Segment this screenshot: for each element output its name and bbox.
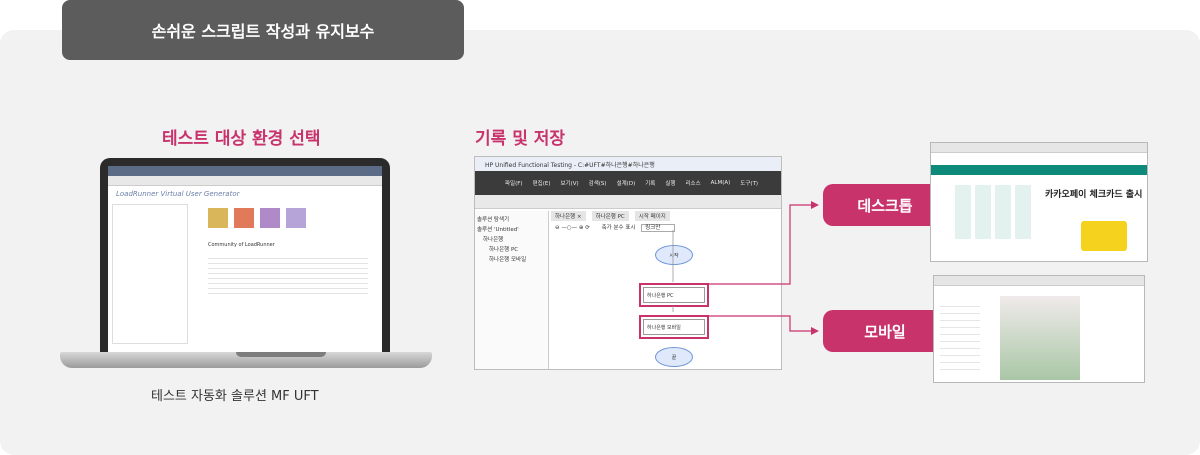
menu-design[interactable]: 설계(D) xyxy=(616,181,636,187)
laptop-notch xyxy=(236,352,326,357)
desktop-site-screenshot: 카카오페이 체크카드 출시 xyxy=(930,142,1148,262)
mobile-emulator-screenshot xyxy=(933,275,1145,383)
app-toolbar xyxy=(108,176,382,186)
menu-file[interactable]: 파일(F) xyxy=(505,181,523,187)
zoom-icon[interactable]: ⊖ —○— ⊕ ⟳ xyxy=(555,225,590,231)
uft-toolbar xyxy=(475,195,781,209)
site-icon-grid xyxy=(955,185,1035,239)
app-titlebar xyxy=(108,166,382,176)
app-tile xyxy=(286,208,306,228)
menu-run[interactable]: 실행 xyxy=(665,181,676,187)
desktop-target-button[interactable]: 데스크톱 xyxy=(823,184,947,226)
flow-step-mobile-label: 하나은행 모바일 xyxy=(647,324,681,331)
app-tile xyxy=(208,208,228,228)
banner-title: 손쉬운 스크립트 작성과 유지보수 xyxy=(62,0,464,60)
zoom-row: ⊖ —○— ⊕ ⟳ 축가 분수 표시 링크만 xyxy=(555,223,676,232)
app-tile xyxy=(260,208,280,228)
community-heading: Community of LoadRunner xyxy=(208,242,275,248)
flow-step-frame xyxy=(643,319,705,335)
menu-search[interactable]: 검색(S) xyxy=(588,181,607,187)
tab-start-page[interactable]: 시작 페이지 xyxy=(634,211,670,221)
menu-tools[interactable]: 도구(T) xyxy=(740,181,759,187)
zoom-label: 축가 분수 표시 xyxy=(601,225,636,231)
card-image xyxy=(1081,221,1127,251)
browser-bar xyxy=(934,276,1144,286)
site-banner-title: 카카오페이 체크카드 출시 xyxy=(1045,190,1143,200)
uft-menubar: 파일(F) 편집(E) 보기(V) 검색(S) 설계(D) 기록 실행 리소스 … xyxy=(475,171,781,195)
loadrunner-screenshot: LoadRunner Virtual User Generator Commun… xyxy=(108,166,382,352)
tab-hana[interactable]: 하나은행 × xyxy=(551,211,586,221)
uft-window: HP Unified Functional Testing - C:#UFT#하… xyxy=(474,156,782,370)
menu-edit[interactable]: 편집(E) xyxy=(532,181,551,187)
app-tile xyxy=(234,208,254,228)
tree-item[interactable]: 하나은행 xyxy=(483,237,504,243)
tree-item[interactable]: 솔루션 'Untitled' xyxy=(477,227,519,233)
site-nav-bar xyxy=(931,165,1147,175)
uft-window-title: HP Unified Functional Testing - C:#UFT#하… xyxy=(475,157,781,171)
tab-hana-pc[interactable]: 하나은행 PC xyxy=(591,211,629,221)
flow-step-mobile[interactable]: 하나은행 모바일 xyxy=(639,315,709,339)
laptop-screen: LoadRunner Virtual User Generator Commun… xyxy=(100,158,390,356)
menu-view[interactable]: 보기(V) xyxy=(560,181,579,187)
flow-step-pc[interactable]: 하나은행 PC xyxy=(639,283,709,307)
menu-resources[interactable]: 리소스 xyxy=(685,181,701,187)
solution-explorer-header: 솔루션 탐색기 xyxy=(477,217,510,223)
record-save-heading: 기록 및 저장 xyxy=(475,129,566,149)
zoom-select[interactable]: 링크만 xyxy=(641,224,676,232)
flow-end[interactable]: 끝 xyxy=(655,347,693,367)
flow-step-pc-label: 하나은행 PC xyxy=(647,292,674,299)
app-sidebar xyxy=(112,204,188,344)
uft-doc-tabs: 하나은행 × 하나은행 PC 시작 페이지 xyxy=(551,211,670,221)
menu-alm[interactable]: ALM(A) xyxy=(710,180,731,186)
mobile-target-button[interactable]: 모바일 xyxy=(823,310,947,352)
emulator-side-panel xyxy=(940,300,980,370)
solution-explorer: 솔루션 탐색기 솔루션 'Untitled' 하나은행 하나은행 PC 하나은행… xyxy=(475,211,549,369)
menu-record[interactable]: 기록 xyxy=(645,181,656,187)
mobile-screen xyxy=(1000,296,1080,380)
flow-step-frame xyxy=(643,287,705,303)
laptop-base xyxy=(60,352,432,368)
tree-item[interactable]: 하나은행 PC xyxy=(489,247,519,253)
text-lines xyxy=(208,254,368,294)
tree-item[interactable]: 하나은행 모바일 xyxy=(489,257,527,263)
app-title: LoadRunner Virtual User Generator xyxy=(116,190,240,198)
browser-bar xyxy=(931,143,1147,153)
uft-caption: 테스트 자동화 솔루션 MF UFT xyxy=(151,389,319,404)
target-env-heading: 테스트 대상 환경 선택 xyxy=(162,129,321,149)
flow-start[interactable]: 시작 xyxy=(655,245,693,265)
uft-body: 솔루션 탐색기 솔루션 'Untitled' 하나은행 하나은행 PC 하나은행… xyxy=(475,211,781,369)
